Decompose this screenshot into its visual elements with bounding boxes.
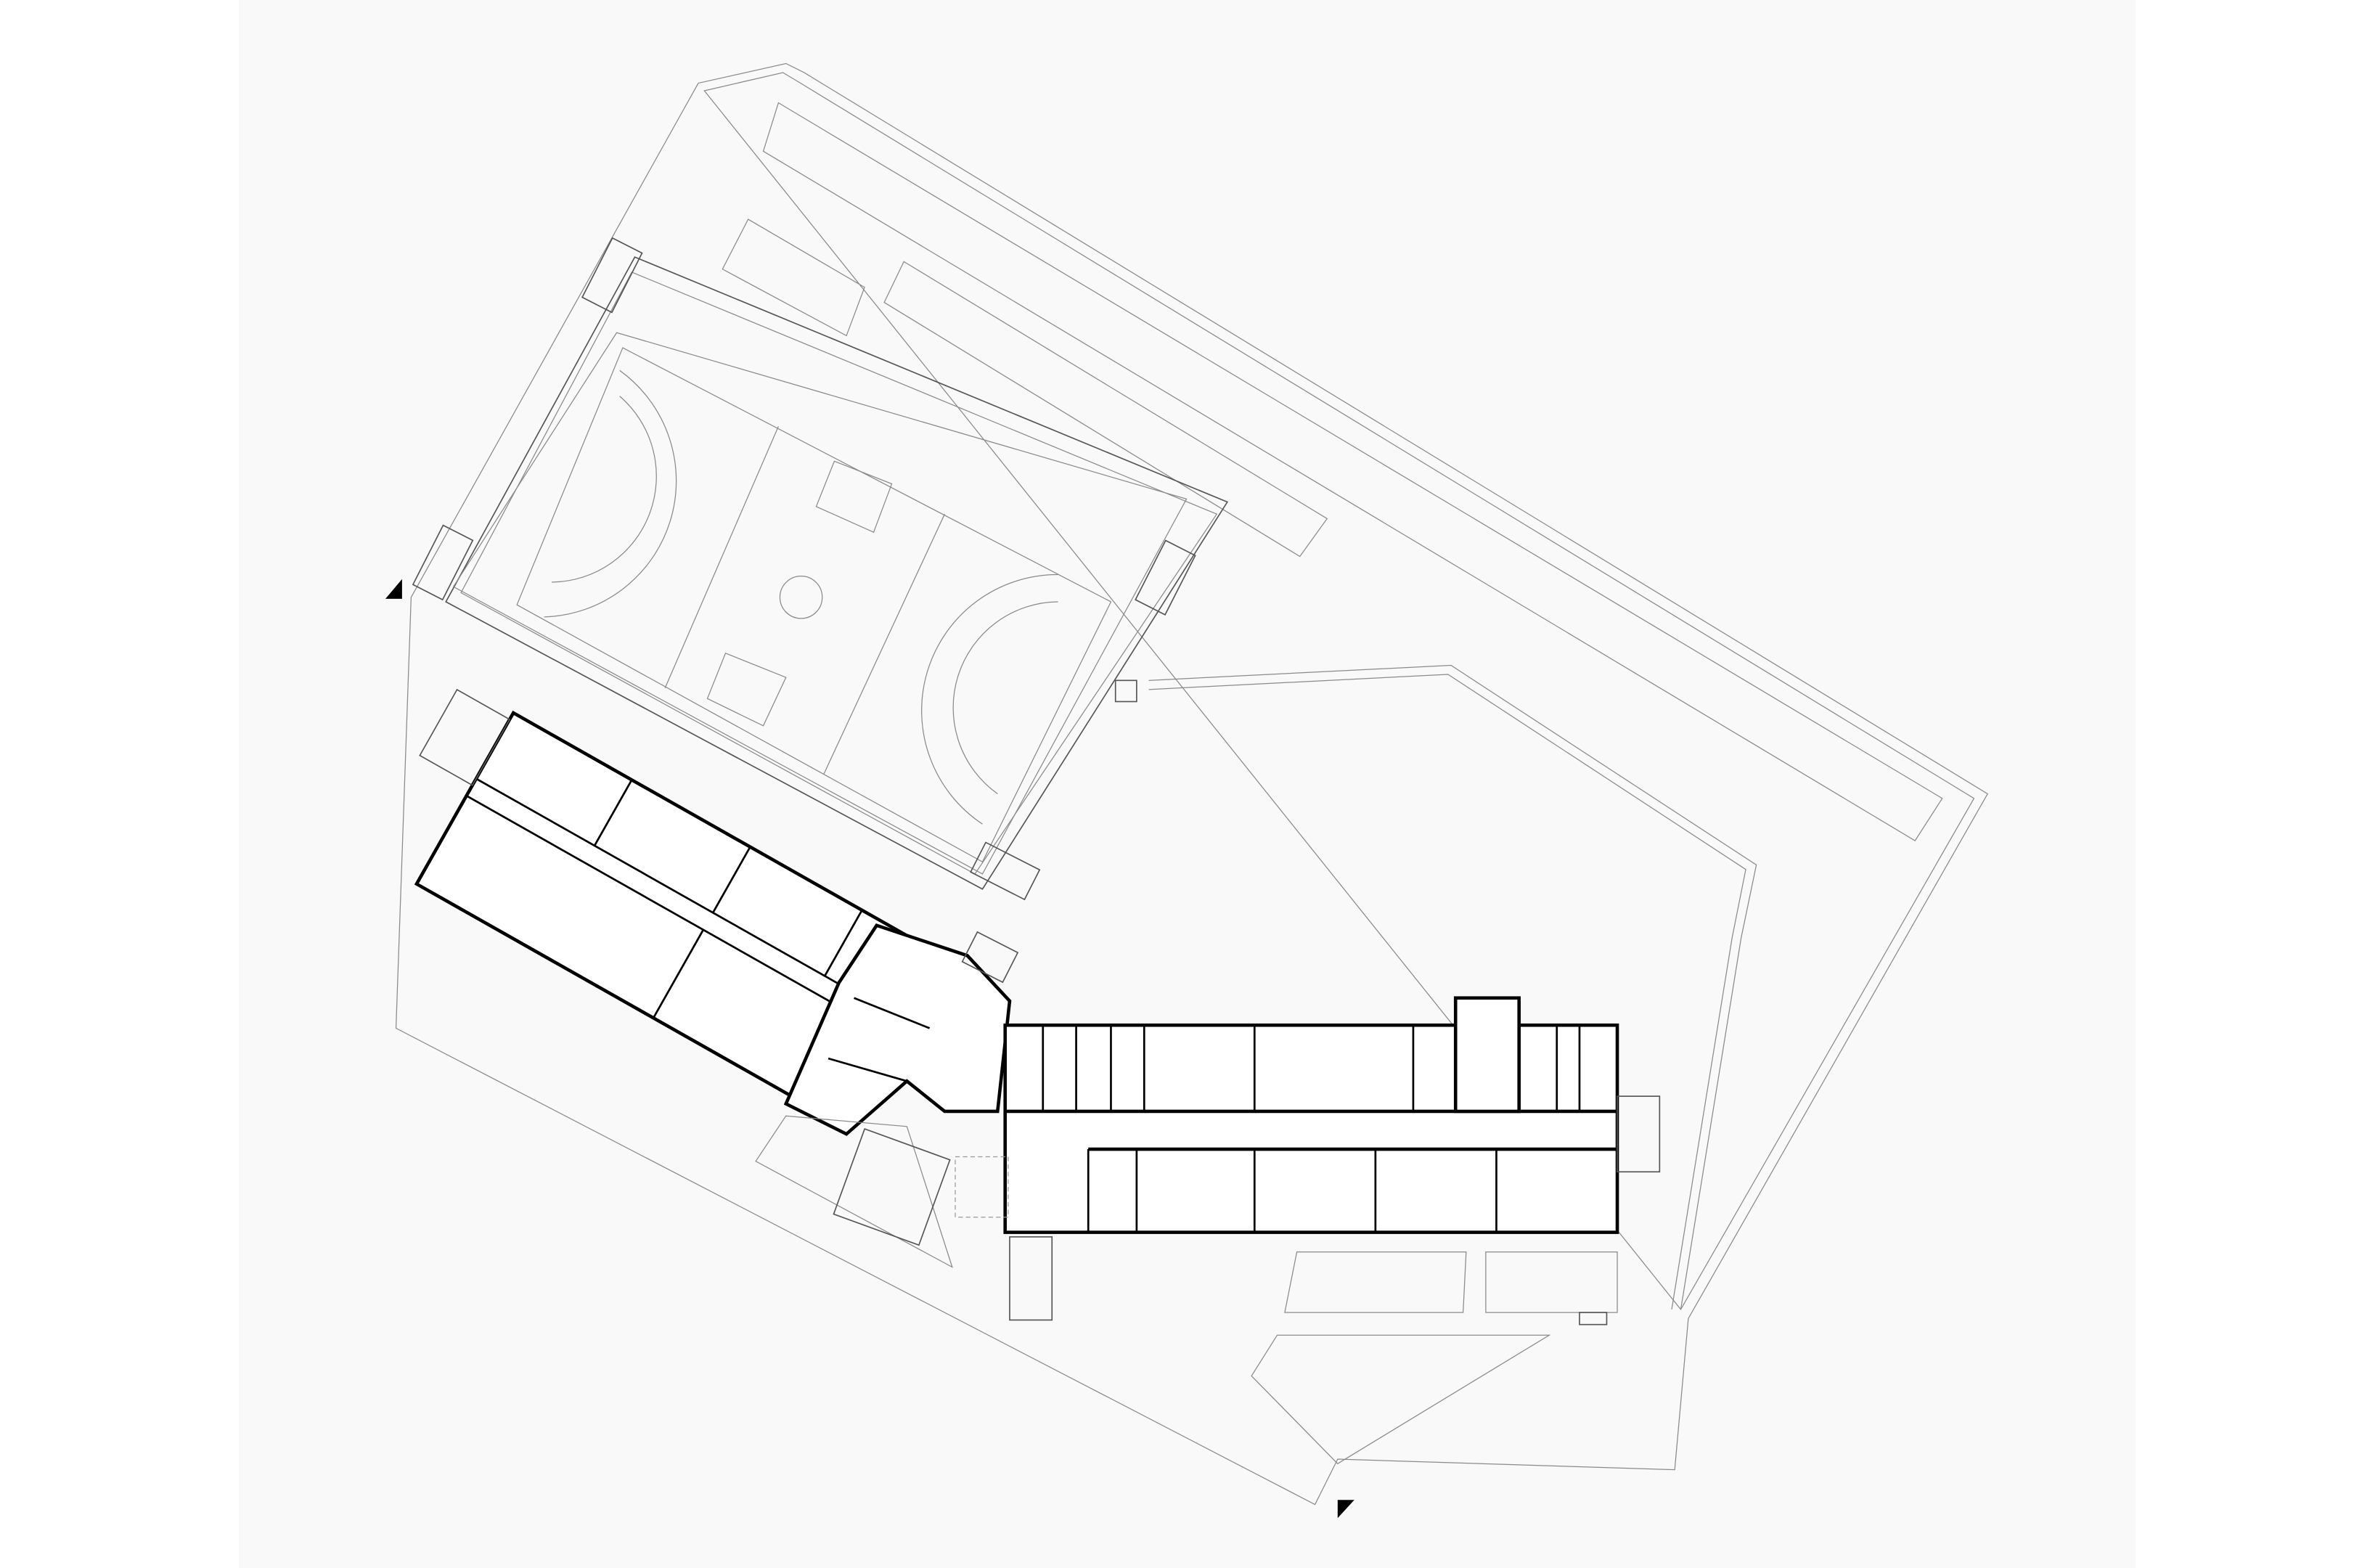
terrace: [755, 1115, 953, 1268]
partition: [853, 997, 931, 1029]
stair-field-3: [1135, 539, 1196, 616]
stair-east-end: [1617, 1095, 1661, 1173]
sports-field-outline: [445, 256, 1229, 890]
court-arc-right-inner: [952, 601, 1058, 795]
partition: [824, 910, 863, 977]
goal-area-bottom: [706, 653, 787, 727]
inner-fence-2: [1148, 674, 1746, 1310]
stair-field-1: [581, 237, 643, 314]
parcel-3: [1251, 1334, 1551, 1465]
partition: [593, 779, 633, 846]
stair-south: [833, 1127, 951, 1246]
goal-area-top: [815, 460, 893, 534]
planter-1: [722, 219, 865, 337]
stair-west: [419, 688, 511, 786]
planter-2: [883, 261, 1328, 558]
stair-exterior-south: [1009, 1236, 1053, 1321]
inner-fence: [1148, 664, 1757, 1310]
long-strip: [762, 102, 1943, 841]
court: [452, 332, 1188, 875]
court-arc-left: [544, 369, 677, 618]
parcel-2: [1485, 1251, 1618, 1313]
west-wing: [414, 688, 950, 1132]
stair-core: [1453, 996, 1521, 1114]
court-arc-left-inner: [552, 396, 657, 583]
stair-field-2: [412, 524, 474, 601]
parcel-1: [1284, 1251, 1467, 1313]
steps-small: [1579, 1312, 1608, 1326]
court-center-circle: [779, 575, 823, 619]
west-wing-corridor: [465, 795, 902, 1042]
east-wing-outer: [1003, 1023, 1619, 1234]
court-play-area: [516, 347, 1112, 863]
partition: [711, 846, 751, 913]
stair-east-inner: [955, 1156, 1009, 1218]
link-block: [783, 923, 1012, 1136]
court-line: [664, 426, 779, 688]
stair-link: [961, 931, 1019, 984]
court-arc-right: [921, 573, 1058, 825]
partition: [828, 1057, 907, 1082]
entrance-arrow-icon: [1337, 1500, 1354, 1519]
stair-field-4: [970, 841, 1041, 901]
court-midline: [823, 513, 945, 775]
partition: [652, 929, 705, 1018]
stair-field-5: [1114, 679, 1137, 703]
site-boundary: [395, 62, 1989, 1506]
